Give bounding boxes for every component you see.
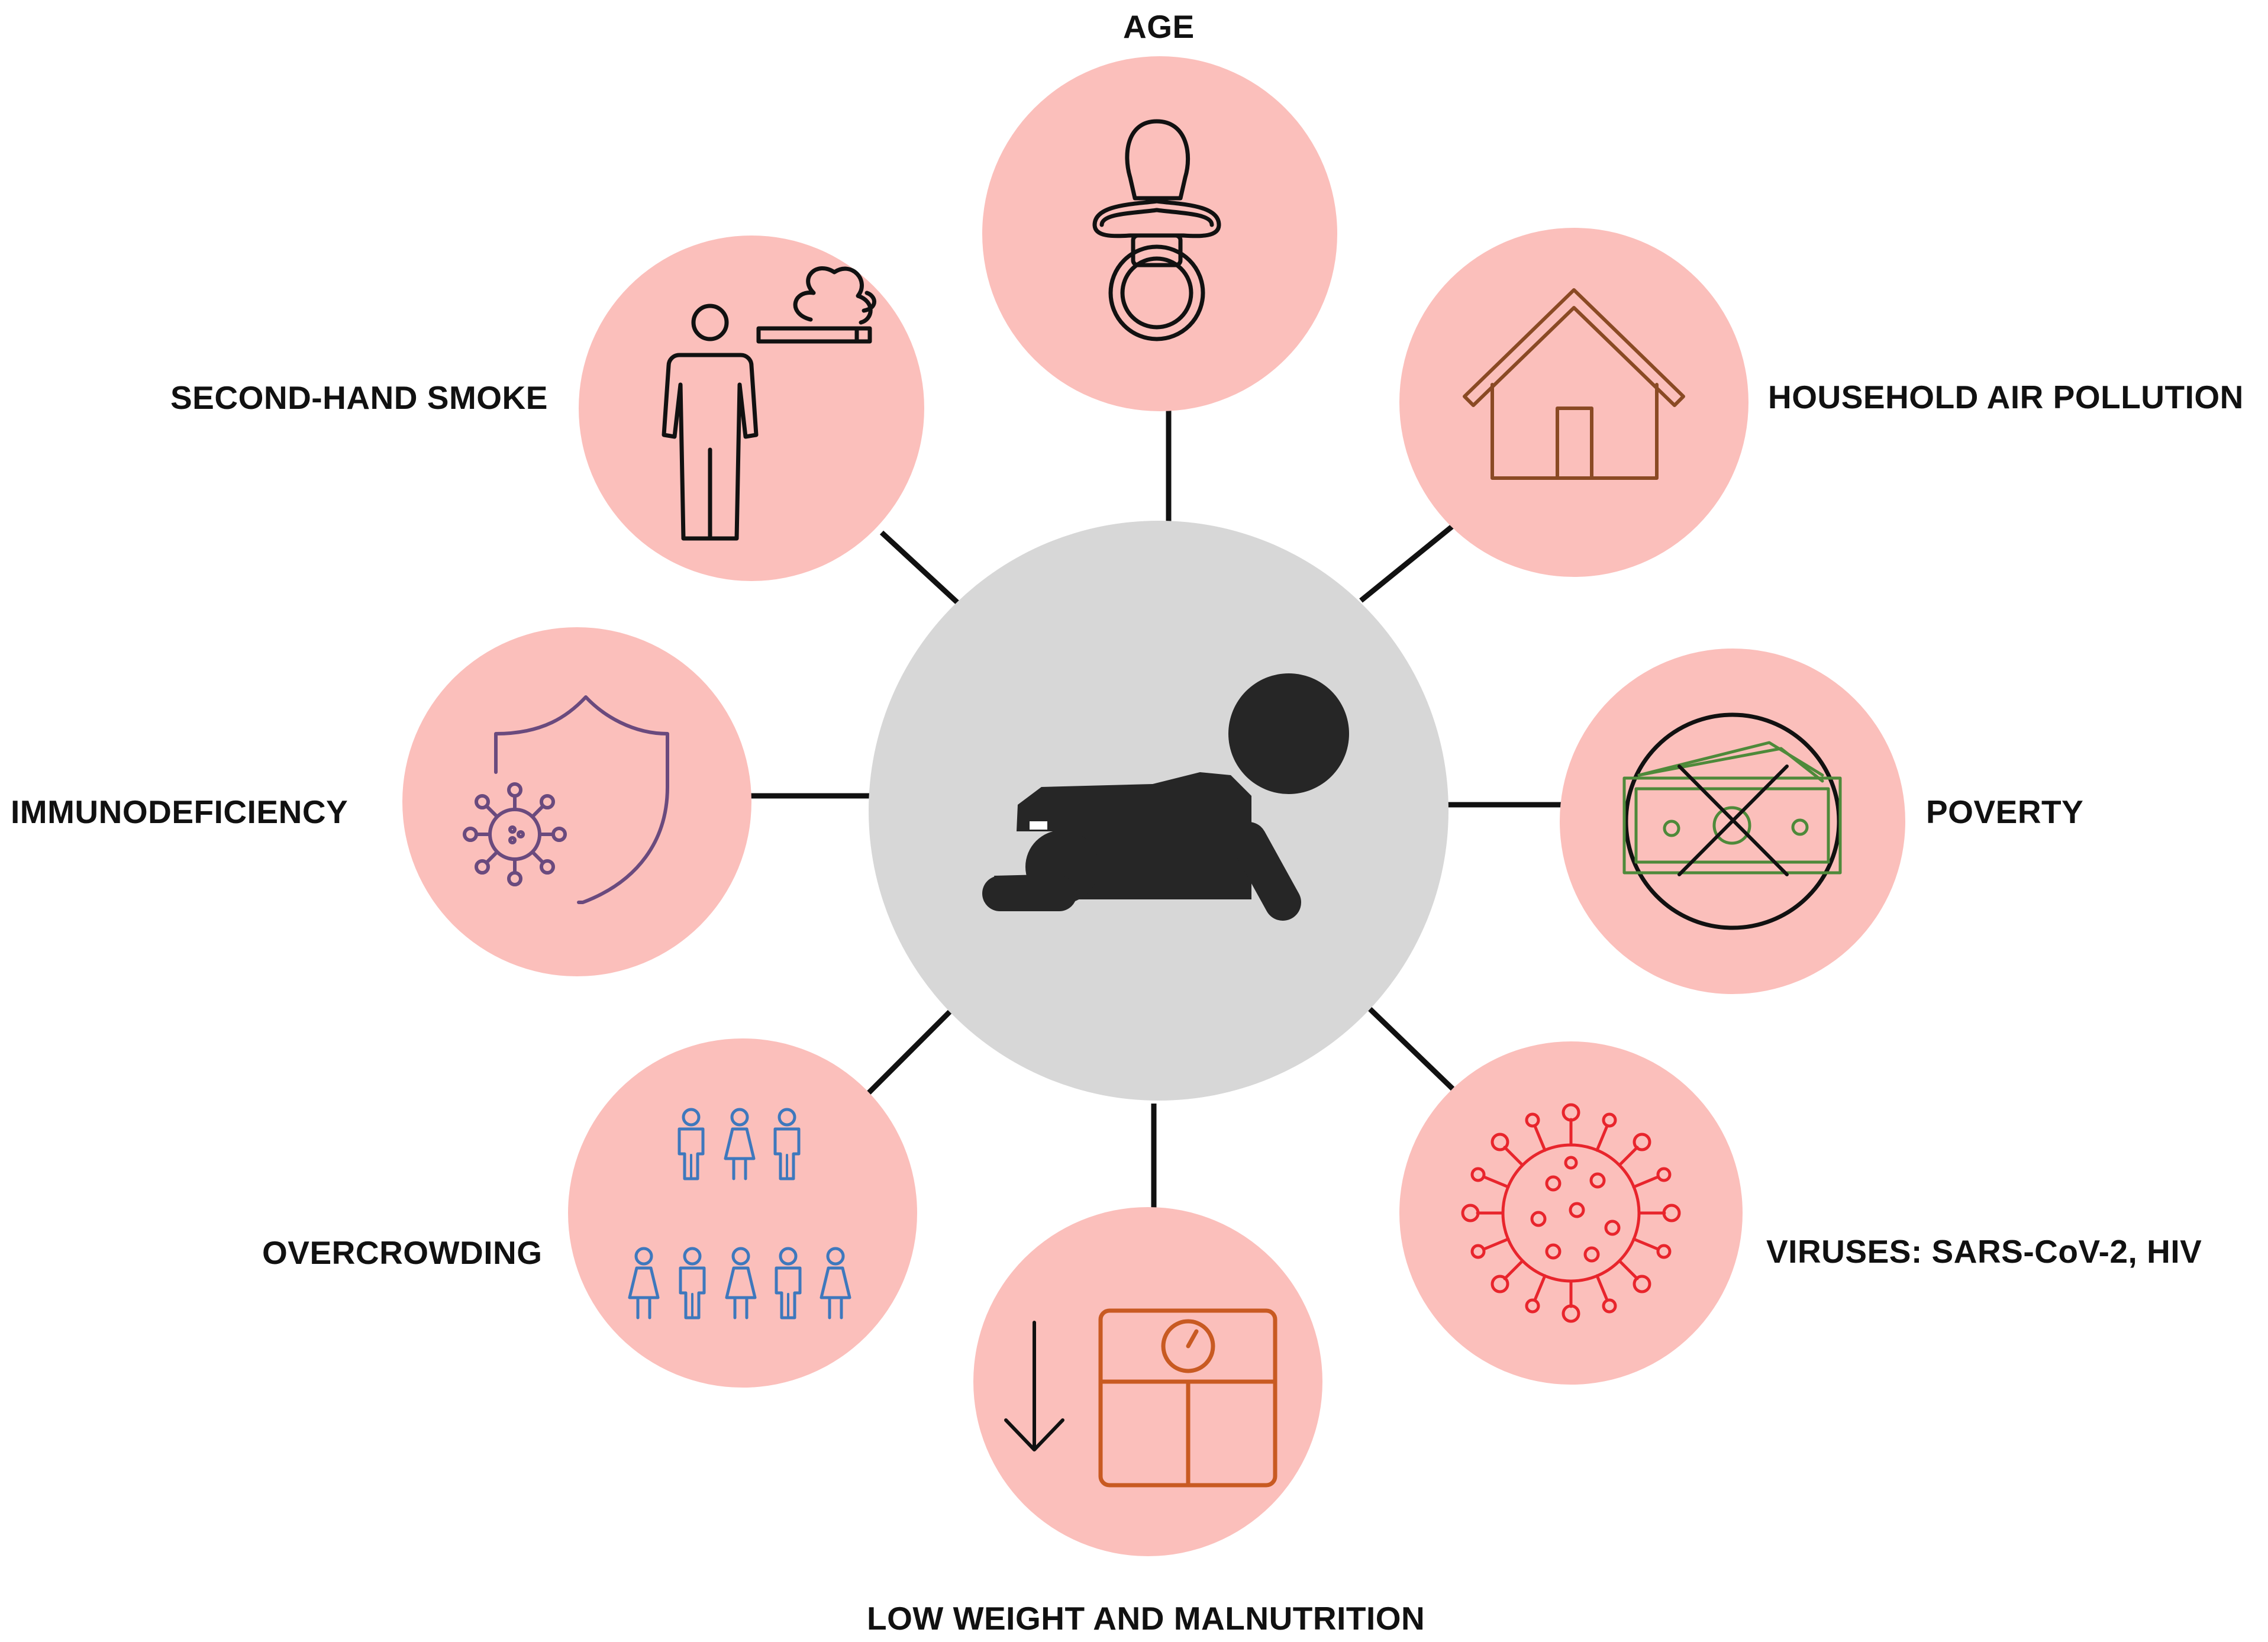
factor-viruses bbox=[1399, 1041, 1743, 1385]
crawling-baby-icon bbox=[982, 673, 1349, 921]
factor-circle-household bbox=[1399, 228, 1748, 577]
factor-age bbox=[982, 56, 1337, 411]
label-low-weight: LOW WEIGHT AND MALNUTRITION bbox=[867, 1600, 1425, 1637]
label-household-air-pollution: HOUSEHOLD AIR POLLUTION bbox=[1768, 379, 2244, 415]
connectors bbox=[746, 410, 1565, 1216]
house-icon bbox=[1463, 288, 1685, 480]
no-money-icon bbox=[1622, 712, 1842, 930]
connector-household bbox=[1359, 521, 1457, 603]
connector-smoke bbox=[879, 530, 961, 606]
factor-circle-smoke bbox=[579, 236, 924, 581]
factor-second-hand-smoke bbox=[579, 236, 924, 581]
label-immunodeficiency: IMMUNODEFICIENCY bbox=[11, 793, 349, 830]
connector-overcrowding bbox=[862, 1009, 952, 1100]
weight-scale-icon bbox=[1004, 1308, 1277, 1488]
label-poverty: POVERTY bbox=[1926, 793, 2084, 830]
label-overcrowding: OVERCROWDING bbox=[262, 1234, 543, 1271]
virus-icon bbox=[1461, 1103, 1681, 1323]
label-second-hand-smoke: SECOND-HAND SMOKE bbox=[170, 379, 548, 416]
label-age: AGE bbox=[1123, 8, 1195, 45]
pacifier-icon bbox=[1092, 119, 1221, 341]
factor-circle-immunodeficiency bbox=[402, 627, 751, 976]
factor-poverty bbox=[1560, 649, 1905, 994]
person-cigarette-icon bbox=[662, 266, 876, 541]
factor-overcrowding bbox=[568, 1038, 917, 1388]
shield-virus-icon bbox=[463, 695, 669, 904]
factor-immunodeficiency bbox=[402, 627, 751, 976]
center-node bbox=[869, 521, 1448, 1101]
factor-circle-overcrowding bbox=[568, 1038, 917, 1388]
factor-household-air-pollution bbox=[1399, 228, 1748, 577]
label-viruses: VIRUSES: SARS-CoV-2, HIV bbox=[1766, 1233, 2202, 1270]
factor-low-weight bbox=[973, 1207, 1322, 1556]
connector-viruses bbox=[1367, 1007, 1455, 1091]
